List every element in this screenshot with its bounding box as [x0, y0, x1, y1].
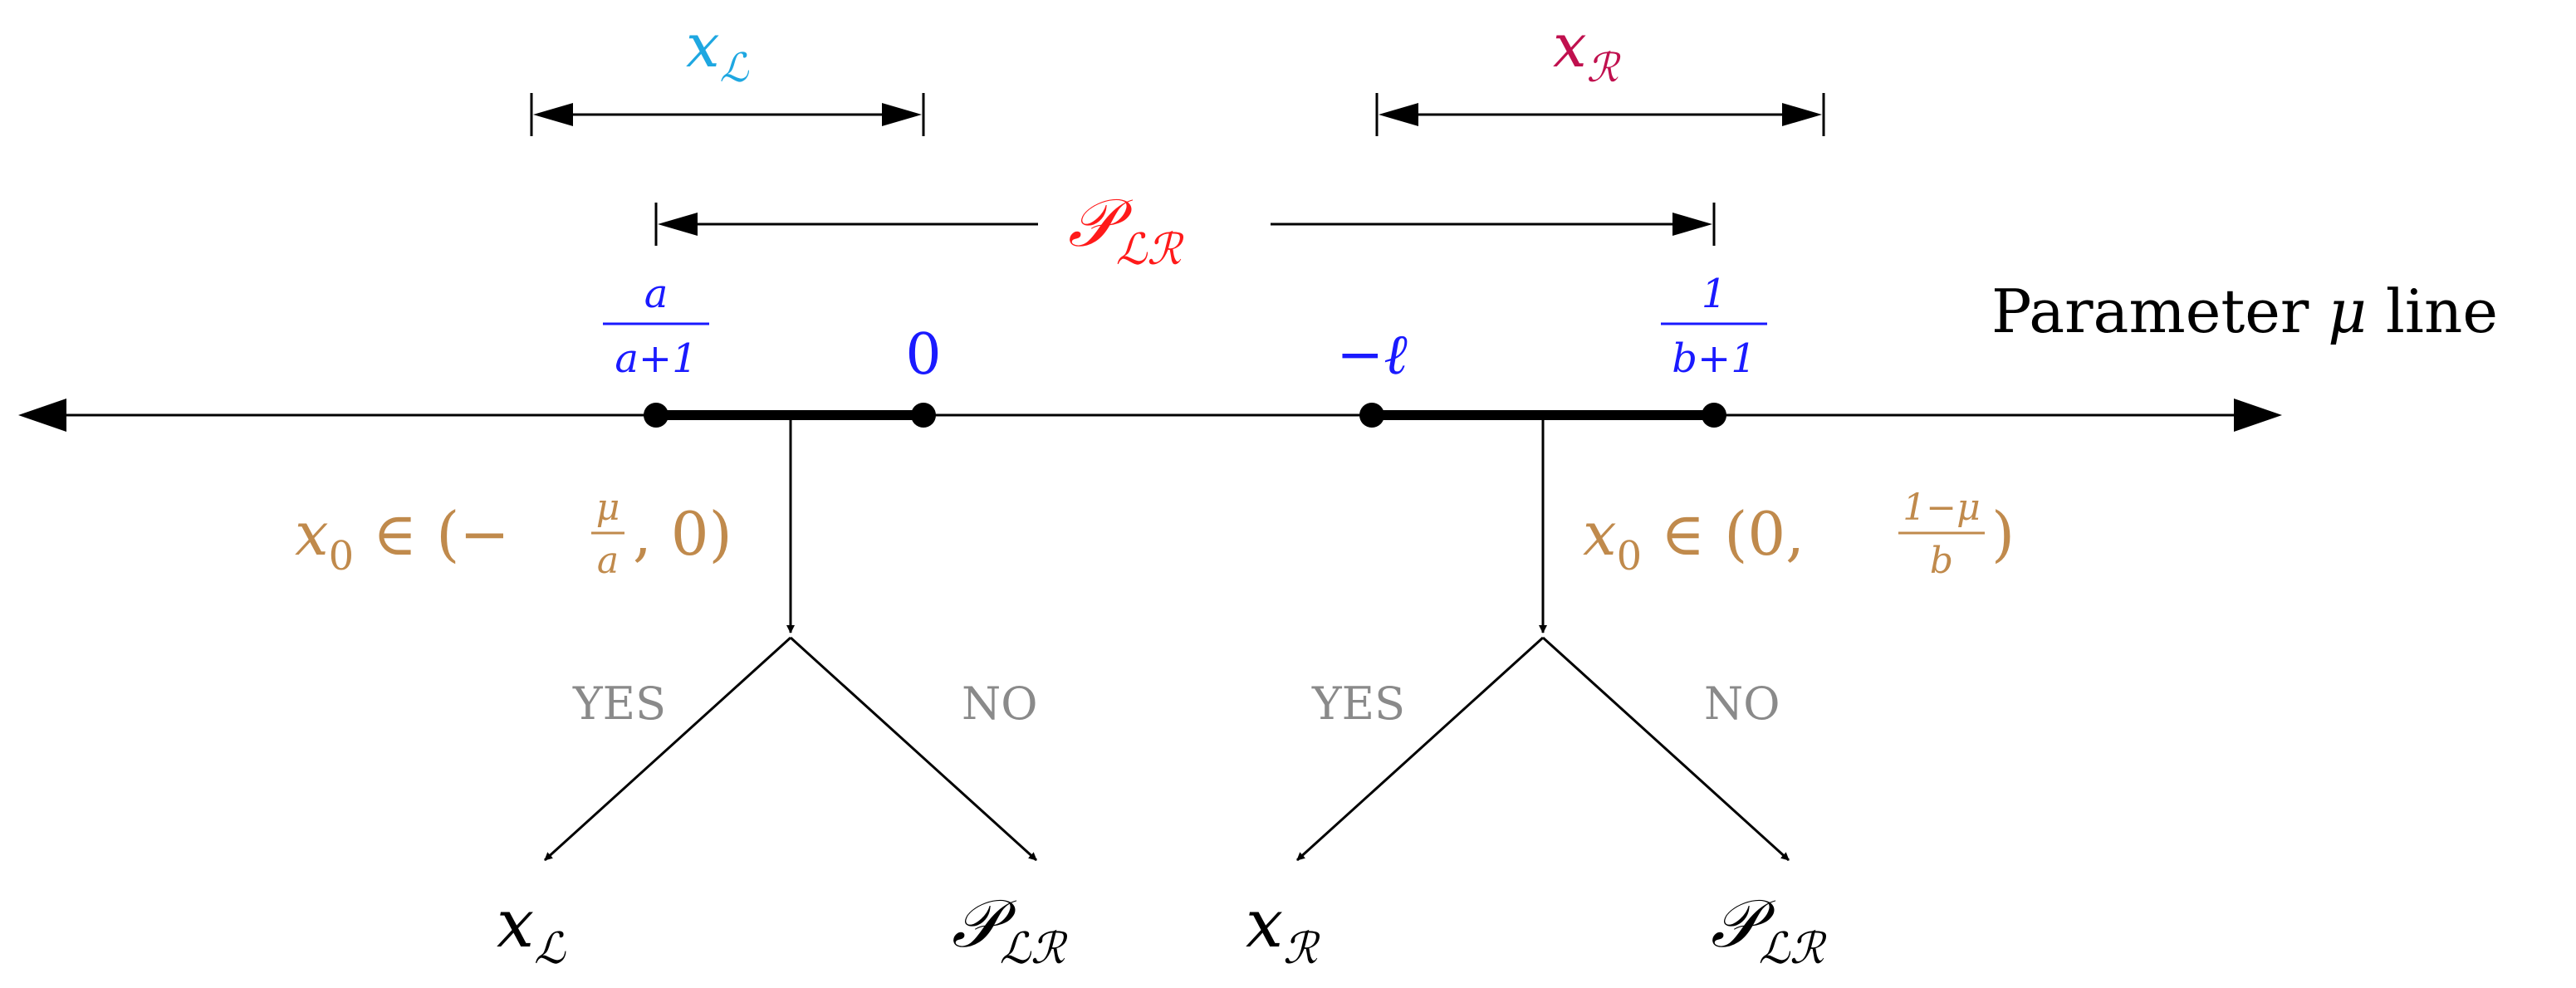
- tick-left-start: a a+1: [603, 271, 709, 382]
- left-condition: x0 ∈ (−: [295, 499, 510, 580]
- left-yes-label: YES: [572, 677, 666, 730]
- left-end-dot: [911, 403, 936, 428]
- outcome-left-yes: xℒ: [497, 885, 566, 974]
- right-start-dot: [1359, 403, 1384, 428]
- axis-right-arrowhead: [2234, 399, 2282, 432]
- right-condition-fraction: 1−μ b: [1898, 487, 1985, 582]
- right-no-label: NO: [1704, 677, 1780, 730]
- svg-text:𝒫ℒℛ: 𝒫ℒℛ: [1068, 184, 1184, 275]
- right-condition: x0 ∈ (0,: [1583, 499, 1805, 580]
- tick-left-end: 0: [905, 322, 941, 388]
- svg-text:1: 1: [1702, 271, 1727, 317]
- svg-text:1−μ: 1−μ: [1903, 487, 1980, 529]
- range-PLR: 𝒫ℒℛ: [654, 184, 1716, 275]
- svg-text:xℒ: xℒ: [686, 11, 750, 91]
- axis-left-arrowhead: [18, 399, 66, 432]
- svg-text:a: a: [644, 271, 668, 317]
- range-xR: xℛ: [1375, 11, 1825, 136]
- right-decision-tree: x0 ∈ (0, 1−μ b ) YES NO xℛ 𝒫ℒℛ: [1246, 415, 2015, 974]
- range-xL: xℒ: [530, 11, 925, 136]
- left-decision-tree: x0 ∈ (− μ a , 0) YES NO xℒ 𝒫ℒℛ: [295, 415, 1068, 974]
- svg-text:b+1: b+1: [1672, 335, 1756, 382]
- outcome-right-no: 𝒫ℒℛ: [1711, 885, 1827, 974]
- left-start-dot: [644, 403, 668, 428]
- axis-title: Parameter μ line: [1991, 276, 2498, 346]
- outcome-left-no: 𝒫ℒℛ: [952, 885, 1068, 974]
- svg-text:b: b: [1930, 540, 1953, 582]
- svg-text:xℛ: xℛ: [1553, 11, 1622, 91]
- main-axis: [18, 399, 2282, 432]
- svg-text:a+1: a+1: [615, 335, 697, 382]
- outcome-right-yes: xℛ: [1246, 885, 1320, 974]
- left-no-label: NO: [962, 677, 1038, 730]
- right-yes-label: YES: [1311, 677, 1405, 730]
- svg-text:): ): [1991, 499, 2015, 569]
- tick-right-end: 1 b+1: [1661, 271, 1767, 382]
- svg-text:μ: μ: [596, 487, 620, 529]
- tick-right-start: −ℓ: [1336, 322, 1407, 388]
- svg-text:a: a: [597, 540, 619, 582]
- left-condition-fraction: μ a: [591, 487, 624, 582]
- svg-text:, 0): , 0): [633, 499, 732, 569]
- right-end-dot: [1702, 403, 1726, 428]
